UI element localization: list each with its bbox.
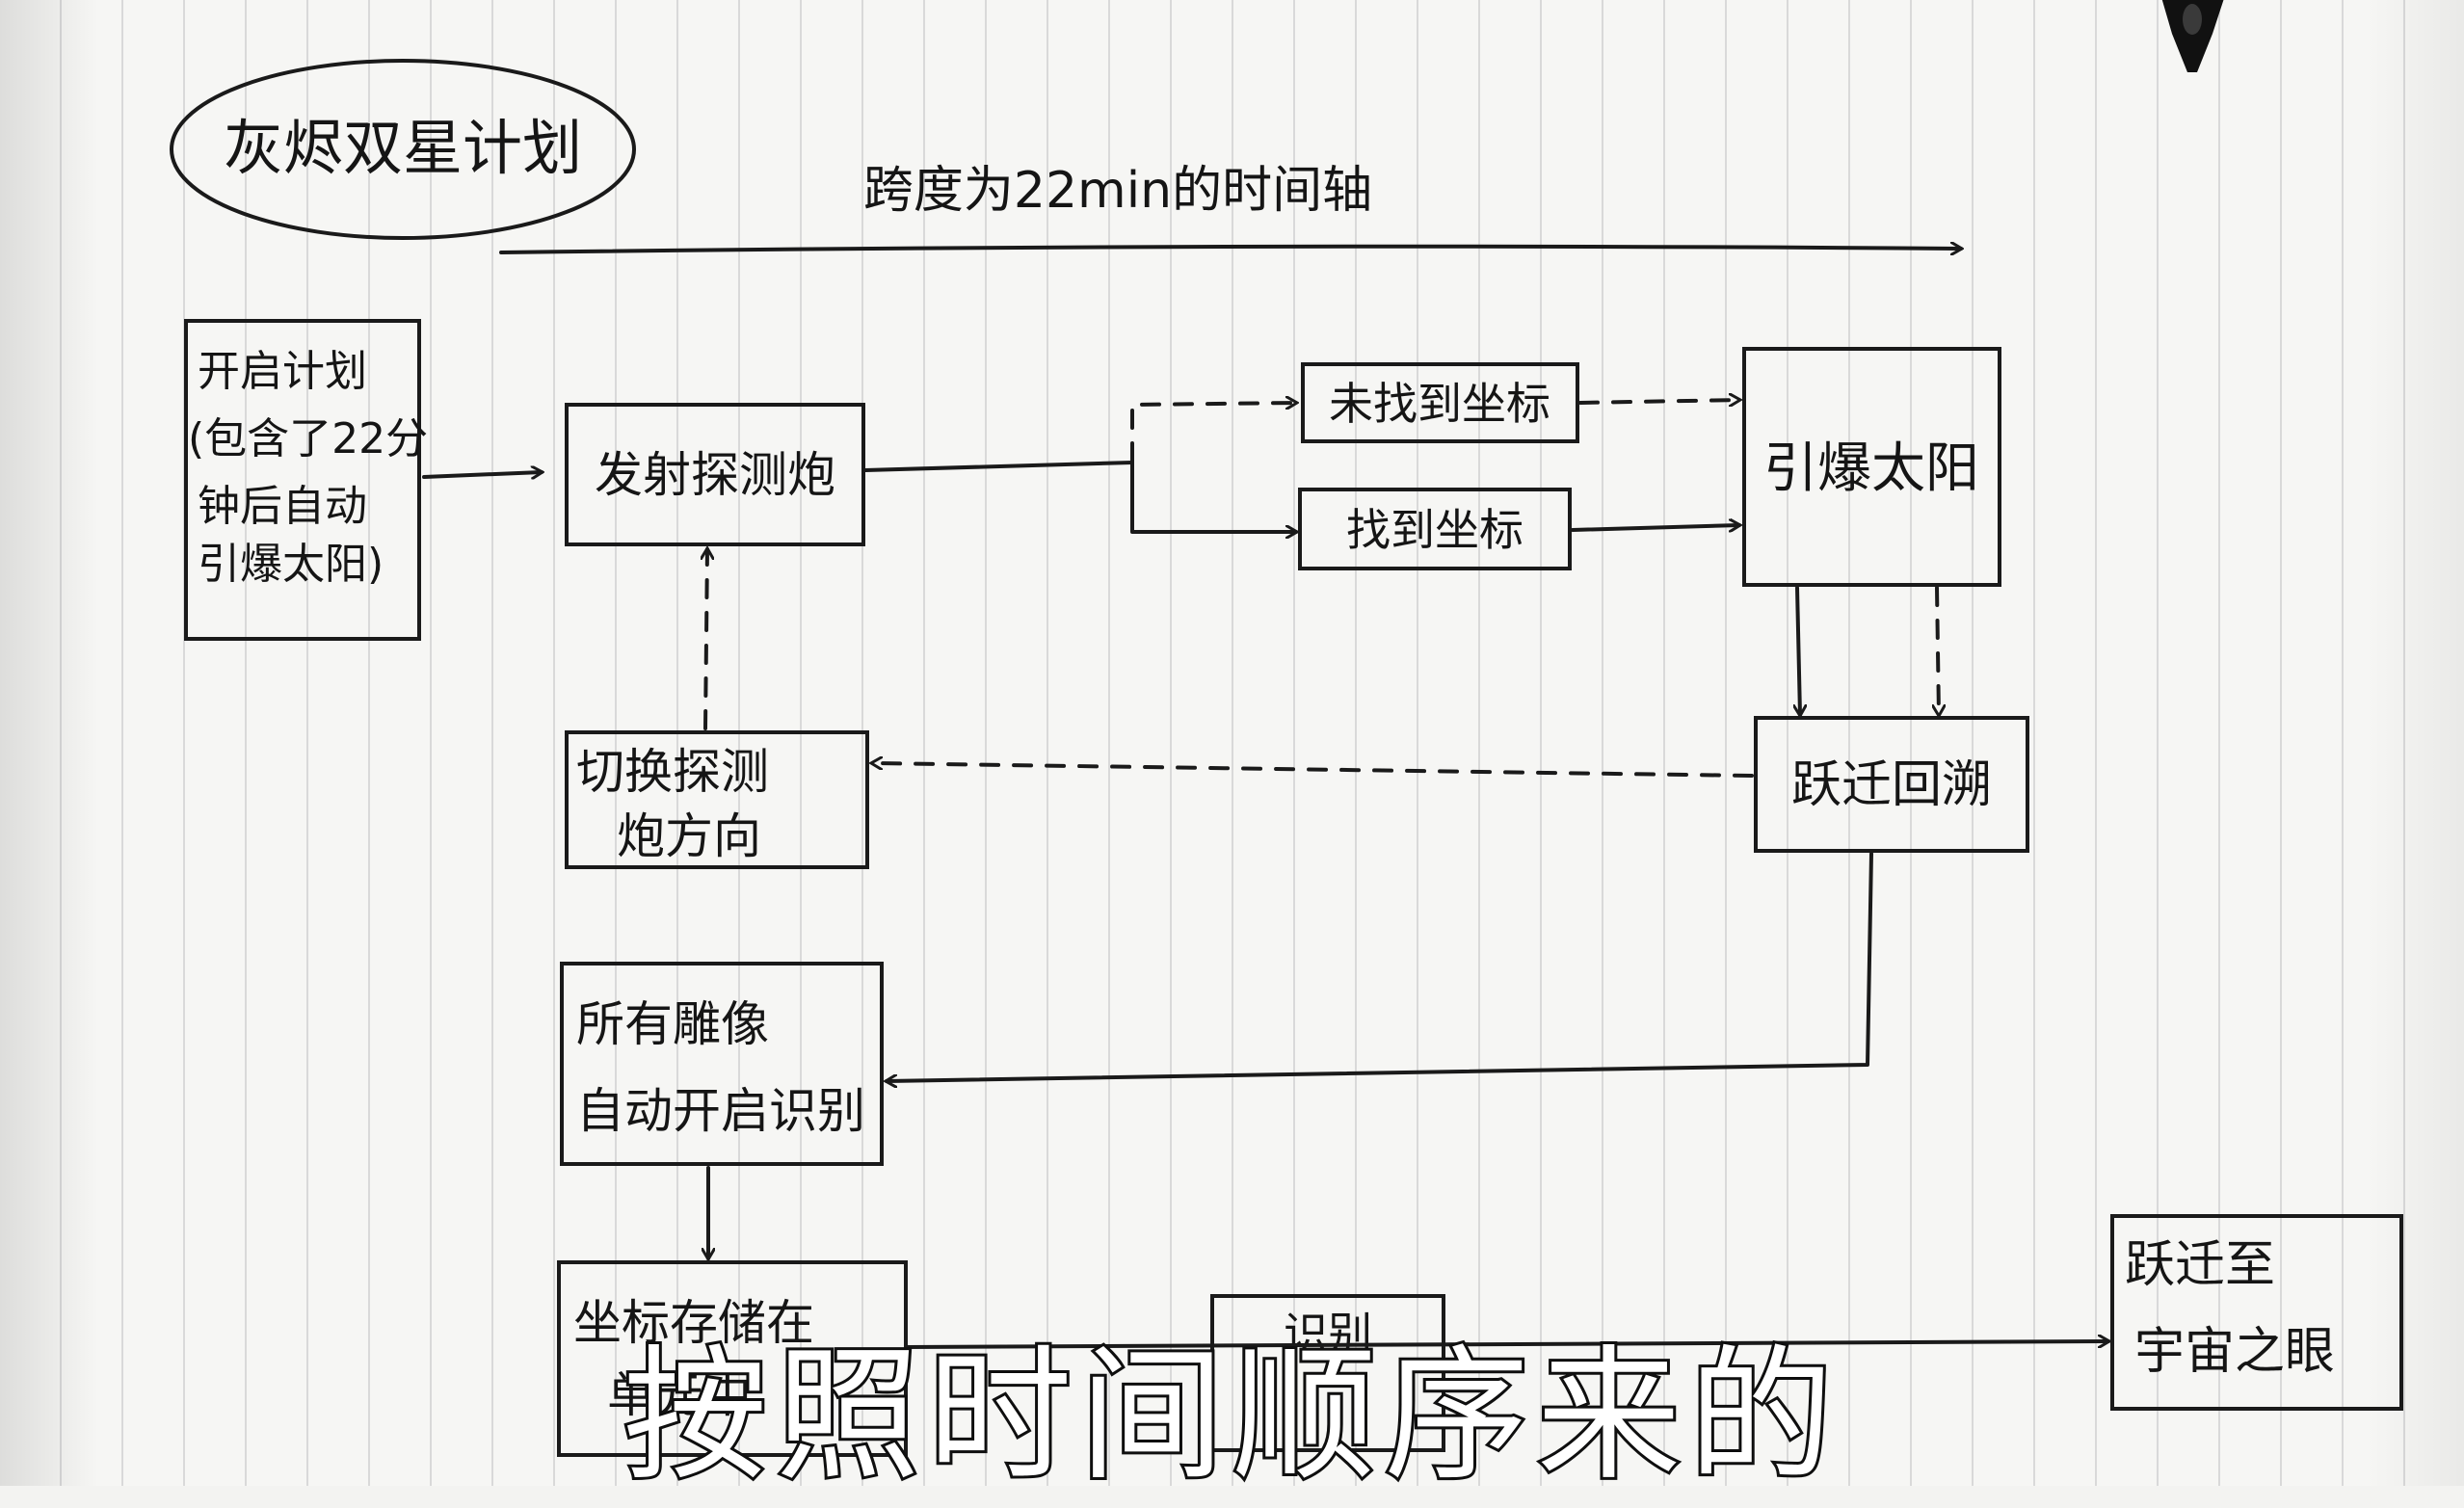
node-detonate-text: 引爆太阳 (1763, 437, 1979, 500)
node-jump-back-text: 跃迁回溯 (1791, 756, 1992, 814)
arrow-found-to-detonate (1571, 525, 1739, 530)
node-launch (565, 403, 865, 546)
pen-tip (2161, 0, 2224, 72)
node-switch-direction-text: 切换探测 炮方向 (576, 744, 784, 864)
arrow-to-eye (904, 1341, 2108, 1349)
arrow-jump-to-switch (872, 763, 1754, 778)
node-start-text: 开启计划 (包含了22分 钟后自动 引爆太阳) (188, 347, 441, 589)
node-start (184, 319, 421, 641)
node-not-found-text: 未找到坐标 (1329, 378, 1550, 430)
line-launch-split (863, 461, 1134, 472)
arrow-split-to-found (1130, 459, 1296, 532)
node-eye (2110, 1214, 2403, 1411)
title-ellipse (170, 59, 636, 240)
diagram-title: 灰烬双星计划 (224, 113, 582, 183)
node-launch-text: 发射探测炮 (595, 447, 835, 503)
video-subtitle: 按照时间顺序来的 (620, 1330, 1841, 1503)
node-partial-text: 识别 (1284, 1308, 1372, 1360)
node-found (1298, 488, 1572, 570)
node-statues (560, 962, 884, 1166)
arrow-not-found-to-detonate (1578, 400, 1739, 403)
timeline-label: 跨度为22min的时间轴 (863, 162, 1372, 220)
node-eye-text: 跃迁至 宇宙之眼 (2125, 1236, 2335, 1381)
node-jump-back (1754, 716, 2029, 853)
node-switch-direction (565, 730, 869, 869)
node-statues-text: 所有雕像 自动开启识别 (576, 996, 865, 1139)
node-partial (1210, 1294, 1445, 1452)
node-not-found (1301, 362, 1579, 443)
arrow-jump-to-statues (887, 852, 1873, 1081)
arrow-switch-to-launch (705, 549, 707, 730)
timeline-arrow (499, 247, 1961, 252)
arrow-detonate-to-jump-dashed (1937, 586, 1939, 715)
node-store-text: 坐标存储在 单元中 (573, 1295, 830, 1423)
arrow-start-to-launch (422, 472, 542, 477)
node-store (557, 1260, 908, 1457)
arrow-detonate-to-jump-solid (1797, 586, 1800, 715)
node-found-text: 找到坐标 (1346, 504, 1523, 556)
node-detonate (1742, 347, 2001, 587)
arrow-split-to-not-found (1130, 403, 1296, 463)
